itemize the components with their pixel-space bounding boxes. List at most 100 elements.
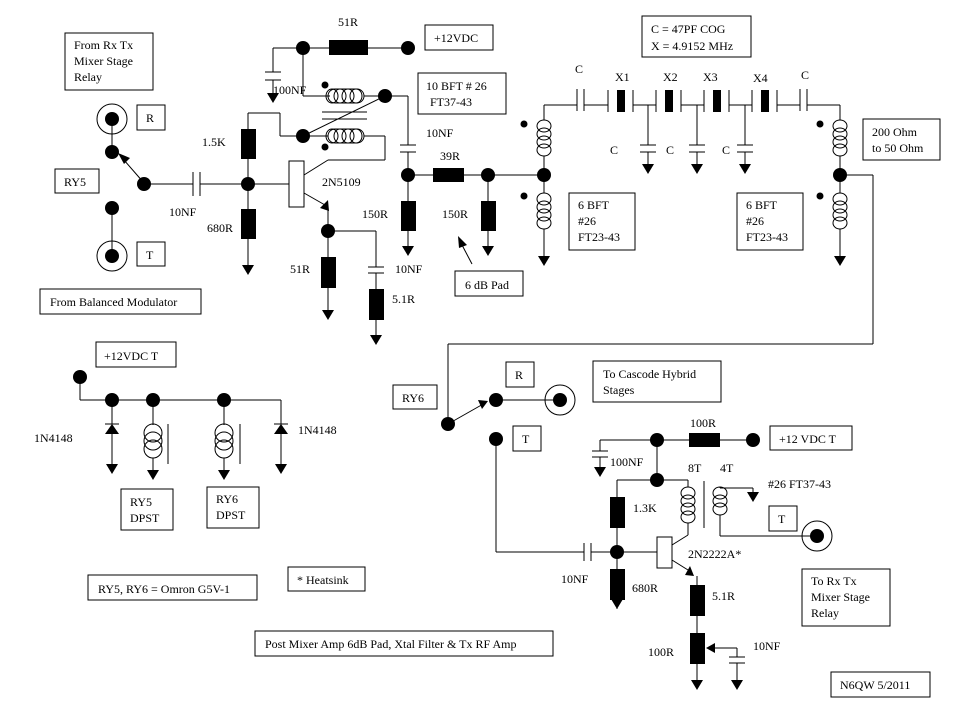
transformer-top-primary [325,88,365,104]
svg-text:C = 47PF COG: C = 47PF COG [651,22,726,36]
ry5-label-box: RY5 [54,168,100,194]
svg-text:6 BFT: 6 BFT [578,198,610,212]
svg-text:RY5, RY6 = Omron G5V-1: RY5, RY6 = Omron G5V-1 [98,582,230,596]
r-680r-top-label: 680R [207,221,233,235]
diagram-title: Post Mixer Amp 6dB Pad, Xtal Filter & Tx… [265,637,516,651]
xfmr-left-box: 6 BFT #26 FT23-43 [568,192,636,251]
ry6-coil [214,423,234,459]
xtal-x4 [761,90,769,112]
svg-text:Mixer Stage: Mixer Stage [74,54,133,68]
pot-100r-label: 100R [648,645,674,659]
xfmr-right-lower-coil [832,192,848,230]
ry6-dpst-box: RY6 DPST [206,486,260,529]
ry5-switch-arrow [118,153,130,164]
pot-wiper-arrow [706,643,715,653]
svg-text:RY6: RY6 [402,391,424,405]
svg-text:RY5: RY5 [130,495,152,509]
svg-text:10 BFT # 26: 10 BFT # 26 [426,79,487,93]
relay-types-box: RY5, RY6 = Omron G5V-1 [87,574,258,601]
ry5-t-connector [96,240,128,272]
r-100r-top-label: 100R [690,416,716,430]
output-secondary-coil [712,486,728,516]
r-680r-bottom-label: 680R [632,581,658,595]
xtal-x2 [665,90,673,112]
impedance-box: 200 Ohm to 50 Ohm [862,118,941,161]
r-1-3k [610,497,625,528]
r-1-5k-label: 1.5K [202,135,226,149]
svg-text:DPST: DPST [216,508,246,522]
svg-text:Relay: Relay [811,606,839,620]
xfmr-right-box: 6 BFT #26 FT23-43 [736,192,804,251]
c-series-2-label: C [801,68,809,82]
q2-label: 2N2222A* [688,547,741,561]
phase-dot [520,192,528,200]
xfmr-right-upper-coil [832,119,848,157]
ry6-r-label-box: R [505,361,535,388]
xfmr-left-lower-coil [536,192,552,230]
svg-text:6 dB Pad: 6 dB Pad [465,278,509,292]
r-5-1r-top [369,289,384,320]
plus12vdc-box: +12VDC [424,24,494,51]
pot-100r [690,633,705,664]
x4-label: X4 [753,71,768,85]
r-39r-label: 39R [440,149,460,163]
c-shunt-2-label: C [666,143,674,157]
xtal-x3 [713,90,721,112]
c-100nf-top-label: 100NF [273,83,307,97]
d2-label: 1N4148 [298,423,337,437]
core-bottom-label: #26 FT37-43 [768,477,831,491]
svg-text:To Rx Tx: To Rx Tx [811,574,857,588]
q1-label: 2N5109 [322,175,361,189]
r-680r-bottom [610,569,625,600]
ry6-label-box: RY6 [392,384,438,410]
transformer-top-secondary [325,128,365,144]
q2-transistor [656,536,673,569]
supply-terminal-bottom [746,433,760,447]
r-5-1r-bottom [690,585,705,616]
svg-text:DPST: DPST [130,511,160,525]
ry5-r-label-box: R [136,104,166,131]
output-connector [801,520,833,552]
d2-diode [274,424,288,434]
svg-text:From Balanced Modulator: From Balanced Modulator [50,295,177,309]
svg-text:T: T [146,248,154,262]
svg-text:to 50 Ohm: to 50 Ohm [872,141,924,155]
supply-terminal [401,41,415,55]
r-51r-top [329,40,368,55]
r-39r [433,168,464,182]
c-shunt-1-label: C [610,143,618,157]
ry6-t-label-box: T [512,425,542,452]
x3-label: X3 [703,70,718,84]
svg-text:+12 VDC T: +12 VDC T [779,432,837,446]
svg-text:+12VDC T: +12VDC T [104,349,159,363]
phase-dot [816,192,824,200]
svg-text:From Rx Tx: From Rx Tx [74,38,133,52]
output-primary-coil [680,486,696,524]
ry5-t-label-box: T [136,241,166,267]
phase-dot [321,81,329,89]
xtal-x1 [617,90,625,112]
r-1-3k-label: 1.3K [633,501,657,515]
svg-text:To Cascode Hybrid: To Cascode Hybrid [603,367,696,381]
q1-emitter-arrow [320,200,329,211]
svg-text:FT37-43: FT37-43 [430,95,472,109]
svg-text:RY5: RY5 [64,175,86,189]
svg-text:N6QW 5/2011: N6QW 5/2011 [840,678,910,692]
title-box: Post Mixer Amp 6dB Pad, Xtal Filter & Tx… [254,630,554,657]
q1-transistor [288,160,305,208]
c-10nf-bottom-in-label: 10NF [561,572,589,586]
c-10nf-in-label: 10NF [169,205,197,219]
svg-text:FT23-43: FT23-43 [578,230,620,244]
ry5-dpst-box: RY5 DPST [120,488,174,531]
ry6-switch-arrow [478,400,488,409]
q2-emitter-arrow [685,566,694,576]
svg-text:#26: #26 [578,214,596,228]
plus12vdc-t-left-box: +12VDC T [95,341,177,368]
svg-text:R: R [146,111,154,125]
r-51r-top-label: 51R [338,15,358,29]
pad-box: 6 dB Pad [454,270,524,297]
d1-diode [105,424,119,434]
phase-dot [520,120,528,128]
c-10nf-collector-label: 10NF [426,126,454,140]
c-shunt-3-label: C [722,143,730,157]
